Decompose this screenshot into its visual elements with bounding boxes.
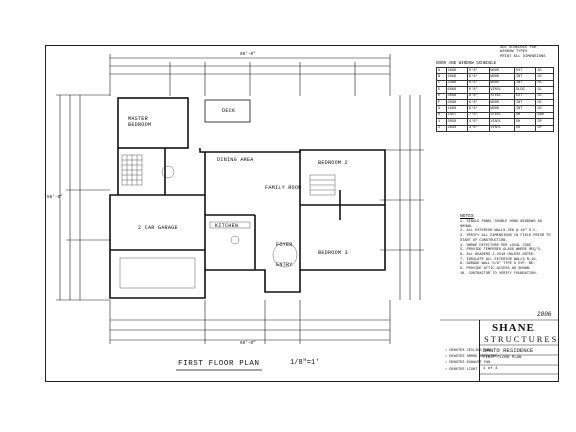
schedule-cell: EXT — [513, 66, 537, 75]
room-label-kitchen: KITCHEN — [215, 223, 239, 229]
legend-item: ○ DENOTES SMOKE DETECTOR — [445, 355, 497, 360]
schedule-cell: HC — [535, 73, 554, 81]
notes-list: 1. SINGLE PANEL DOUBLE HUNG WINDOWS AS S… — [460, 220, 555, 276]
schedule-cell: VINYL — [488, 124, 515, 132]
schedule-cell: SLDG — [513, 86, 537, 94]
room-label-family-room: FAMILY ROOM — [265, 185, 302, 191]
dimension-overall-left: 56'-0" — [47, 195, 63, 200]
company-logo-line1: SHANE — [492, 322, 535, 334]
note-item: 6. ALL HEADERS 2-2X10 UNLESS NOTED. — [460, 252, 536, 257]
room-label-dining-area: DINING AREA — [217, 157, 254, 163]
schedule-cell: 6'8" — [467, 66, 490, 75]
room-label-foyer: FOYER — [276, 242, 293, 248]
schedule-cell: 3'6" — [467, 124, 490, 132]
schedule-cell: OH — [513, 111, 537, 120]
schedule-cell: 4'6" — [467, 118, 490, 126]
note-item: 1. SINGLE PANEL DOUBLE HUNG WINDOWS AS S… — [460, 220, 542, 229]
schedule-cell: HC — [535, 105, 554, 113]
note-item: 9. PROVIDE ATTIC ACCESS AS SHOWN. — [460, 267, 532, 272]
room-label-deck: DECK — [222, 108, 236, 114]
schedule-cell: 6'8" — [467, 98, 490, 107]
schedule-cell: 6'8" — [467, 86, 490, 94]
note-item: START OF CONSTRUCTION. — [460, 238, 508, 243]
schedule-cell: INT — [513, 73, 537, 81]
sheet-number: 1 of 4 — [483, 367, 498, 371]
note-item: 4. SMOKE DETECTORS PER LOCAL CODE. — [460, 243, 534, 248]
title-block: SHANE STRUCTURES DANTO RESIDENCE FIRST F… — [479, 320, 560, 382]
sheet-label: FIRST FLOOR PLAN — [483, 356, 522, 360]
symbol-legend: ○ DENOTES CEILING FAN ○ DENOTES SMOKE DET… — [445, 348, 497, 373]
project-name: DANTO RESIDENCE — [483, 347, 534, 354]
schedule-cell: HC — [535, 98, 554, 107]
notes-title: NOTES — [460, 214, 474, 219]
schedule-header-note: SEE SCHEDULE FOR WINDOW TYPES PRINT ALL … — [500, 46, 546, 59]
schedule-cell: 7'0" — [467, 111, 490, 120]
plan-scale: 1/8"=1' — [290, 359, 320, 367]
schedule-cell: 6'8" — [467, 73, 490, 81]
general-notes: NOTES 1. SINGLE PANEL DOUBLE HUNG WINDOW… — [460, 214, 555, 276]
schedule-cell: 6'8" — [467, 92, 490, 100]
schedule-cell: GAR — [535, 111, 554, 120]
note-item: 2. ALL EXTERIOR WALLS 2X6 @ 16" O.C. — [460, 229, 538, 234]
schedule-cell: INT — [513, 79, 537, 88]
schedule-cell: DH — [513, 118, 537, 126]
schedule-title: DOOR AND WINDOW SCHEDULE — [436, 62, 497, 66]
room-label-master-bedroom: MASTER BEDROOM — [128, 116, 152, 128]
schedule-cell: 2 — [436, 124, 447, 132]
note-item: 5. PROVIDE TEMPERED GLASS WHERE REQ'D. — [460, 248, 542, 253]
room-label-entry: ENTRY — [276, 262, 293, 268]
room-label-bedroom-2: BEDROOM 2 — [318, 160, 348, 166]
schedule-cell: INT — [513, 98, 537, 107]
note-item: 3. VERIFY ALL DIMENSIONS IN FIELD PRIOR … — [460, 234, 551, 239]
schedule-cell: SC — [535, 66, 554, 75]
schedule-cell: 2840 — [445, 124, 469, 132]
note-item: 8. GARAGE WALL 5/8" TYPE X GYP. BD. — [460, 262, 536, 267]
schedule-cell: HC — [535, 79, 554, 88]
schedule-cell: GL — [535, 86, 554, 94]
schedule-cell: DP — [535, 118, 554, 126]
legend-item: ○ DENOTES EXHAUST FAN — [445, 361, 491, 366]
dimension-overall-bottom: 69'-0" — [240, 341, 256, 346]
legend-item: ○ DENOTES LIGHT — [445, 367, 478, 372]
company-logo-line2: STRUCTURES — [484, 334, 559, 344]
plan-title: FIRST FLOOR PLAN — [178, 360, 260, 368]
schedule-cell: 6'8" — [467, 79, 490, 88]
drawing-sheet-border — [45, 45, 559, 382]
dimension-overall-top: 69'-0" — [240, 52, 256, 57]
schedule-cell: SC — [535, 92, 554, 100]
schedule-cell: DP — [535, 124, 554, 132]
legend-item: ○ DENOTES CEILING FAN — [445, 349, 491, 353]
schedule-cell: 6'8" — [467, 105, 490, 113]
schedule-cell: EXT — [513, 92, 537, 100]
room-label-garage: 2 CAR GARAGE — [138, 225, 178, 231]
schedule-cell: DH — [513, 124, 537, 132]
note-item: 7. INSULATE ALL EXTERIOR WALLS R-19. — [460, 257, 538, 262]
room-label-bedroom-3: BEDROOM 3 — [318, 250, 348, 256]
schedule-cell: INT — [513, 105, 537, 113]
drawing-date: 2006 — [537, 311, 552, 318]
note-item: 10. CONTRACTOR TO VERIFY FOUNDATION. — [460, 271, 538, 276]
